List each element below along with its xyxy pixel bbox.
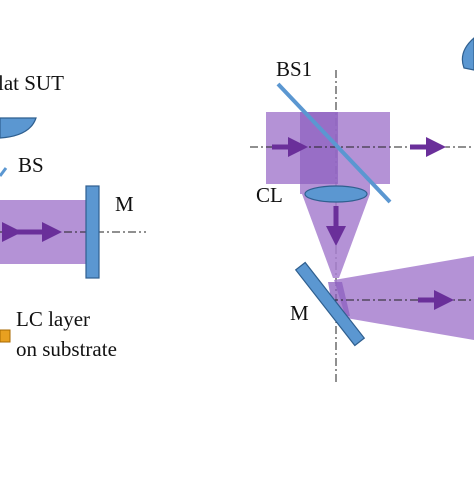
lc-layer-label-line2: on substrate (16, 337, 117, 361)
beam-splitter-bs1 (276, 82, 392, 204)
bs-left-label: BS (18, 153, 44, 177)
bs-left-edge (0, 167, 8, 177)
bs1-label: BS1 (276, 57, 312, 81)
lc-layer-label-line1: LC layer (16, 307, 90, 331)
left-mirror (85, 185, 100, 279)
lc-layer-marker (0, 329, 11, 343)
m-right-label: M (290, 301, 309, 325)
flat-sut-label: lat SUT (0, 71, 64, 95)
cylindrical-lens-cl (304, 185, 368, 203)
m-left-label: M (115, 192, 134, 216)
right-mirror (294, 261, 366, 347)
top-right-lens (461, 37, 474, 71)
flat-sut-lens (0, 117, 37, 139)
beam-overlap-region (300, 112, 338, 184)
output-beam-cone (334, 256, 474, 340)
cl-label: CL (256, 183, 283, 207)
